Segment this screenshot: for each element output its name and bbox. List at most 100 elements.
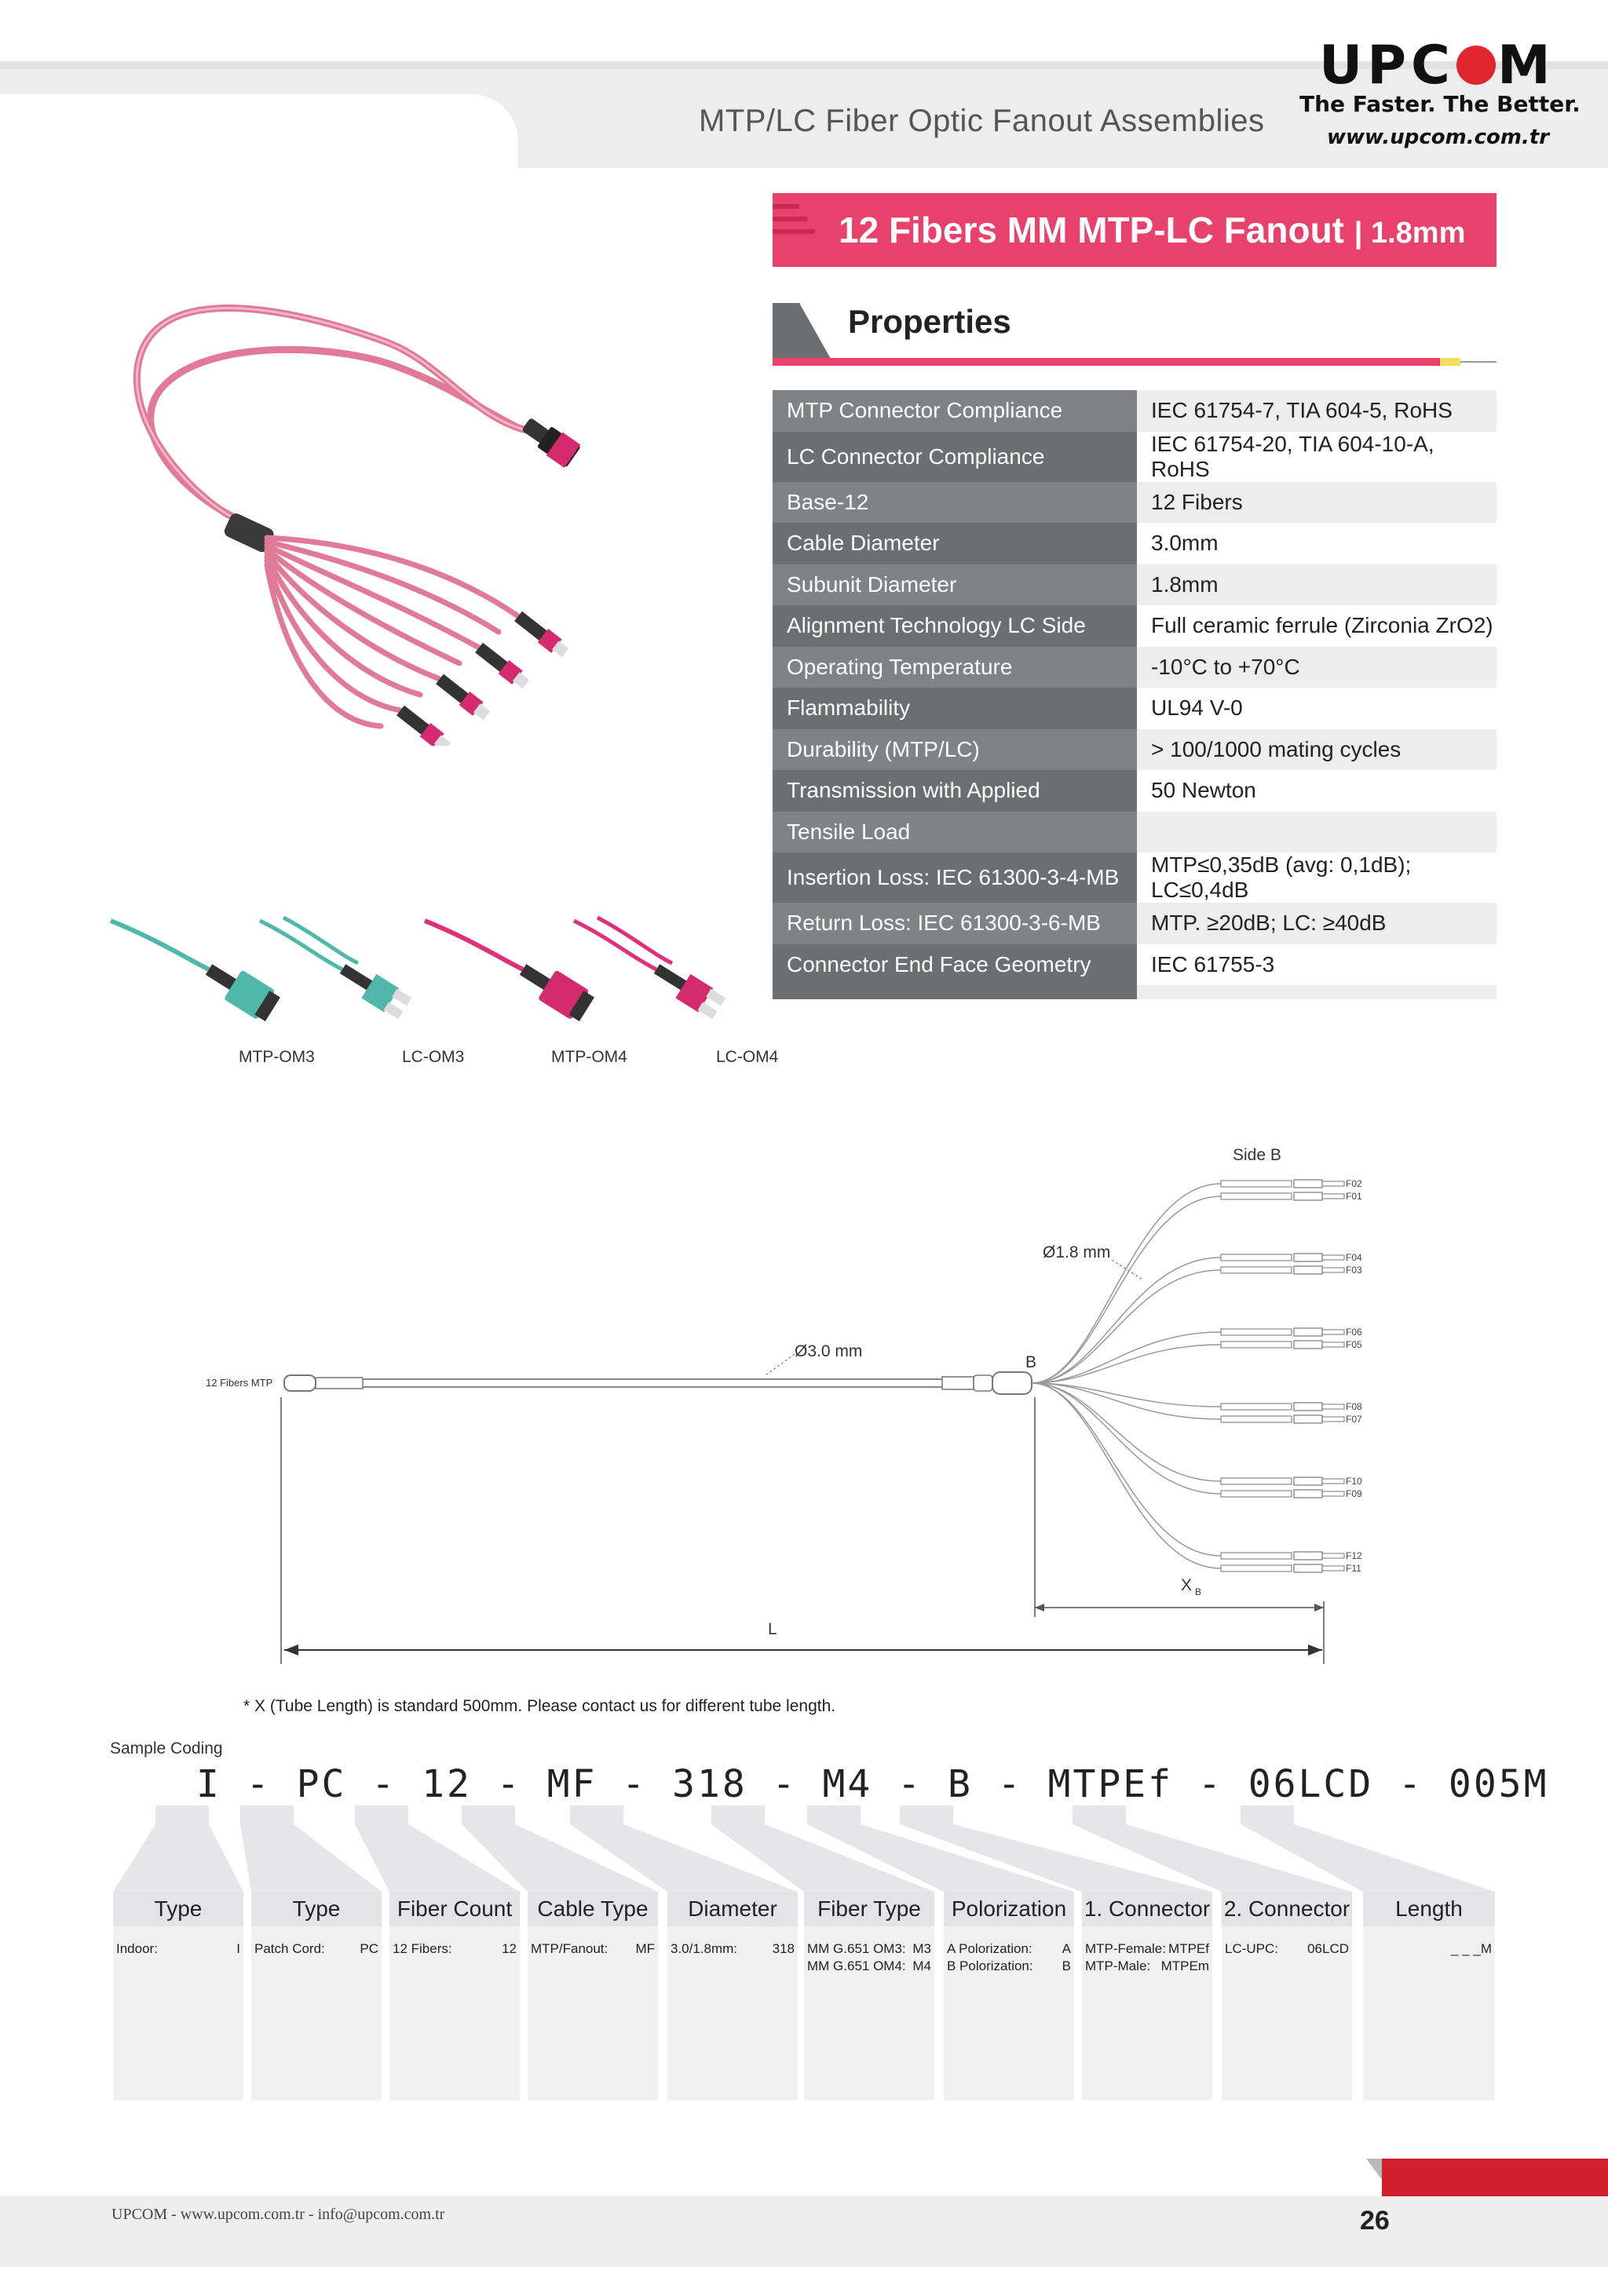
coding-option-code: _ _ _M <box>1451 1941 1492 1956</box>
coding-option: MTP/Fanout: MF <box>531 1940 655 1958</box>
lc-connector <box>1220 1489 1345 1498</box>
property-value: MTP. ≥20dB; LC: ≥40dB <box>1137 903 1497 944</box>
coding-column-body: MTP/Fanout: MF <box>531 1940 655 1958</box>
coding-column-header: Type <box>113 1892 243 1926</box>
coding-option-code: B <box>1062 1958 1071 1973</box>
property-value: IEC 61754-7, TIA 604-5, RoHS <box>1137 390 1497 432</box>
sample-coding-label: Sample Coding <box>110 1739 223 1758</box>
coding-link-shape <box>355 1805 520 1892</box>
coding-option: MTP-Male: MTPEm <box>1085 1958 1209 1975</box>
property-key: Subunit Diameter <box>773 564 1137 605</box>
coding-option: _ _ _M <box>1366 1940 1492 1958</box>
fanout-leg <box>1031 1382 1222 1420</box>
coding-link-shape <box>900 1805 1212 1892</box>
mtp-om4-thumbnail <box>423 918 594 1022</box>
lc-om3-thumbnail <box>258 915 412 1020</box>
lc-connector <box>1220 1179 1345 1188</box>
coding-option-label: MM G.651 OM4: <box>807 1958 906 1973</box>
coding-option-label: B Polorization: <box>947 1958 1033 1973</box>
properties-heading-graphic <box>773 303 1497 366</box>
coding-option-code: 06LCD <box>1307 1941 1349 1956</box>
property-key: Alignment Technology LC Side <box>773 605 1137 647</box>
fanout-leg <box>1031 1195 1222 1384</box>
coding-option-label: 3.0/1.8mm: <box>671 1941 738 1956</box>
coding-option: 3.0/1.8mm:318 <box>671 1940 795 1958</box>
footer-red-tab <box>1382 2159 1608 2196</box>
mtp-om3-thumbnail <box>109 918 280 1022</box>
property-key: Tensile Load <box>773 811 1137 852</box>
logo-text-right: M <box>1497 35 1555 97</box>
coding-column-header: Length <box>1363 1892 1495 1926</box>
breakout-b-label: B <box>1025 1353 1036 1371</box>
coding-option: LC-UPC:06LCD <box>1225 1940 1349 1958</box>
document-title: MTP/LC Fiber Optic Fanout Assemblies <box>699 104 1265 138</box>
property-key: Base-12 <box>773 481 1137 523</box>
coding-link-shape <box>240 1805 382 1892</box>
coding-option-code: MTPEm <box>1160 1958 1209 1973</box>
variant-label-lc-om4: LC-OM4 <box>716 1048 779 1066</box>
coding-option-label: MTP/Fanout: <box>531 1941 608 1956</box>
x-dimension-label: X <box>1181 1576 1192 1594</box>
property-value: UL94 V-0 <box>1137 688 1497 729</box>
property-key: Connector End Face Geometry <box>773 944 1137 985</box>
x-dimension-subscript: B <box>1195 1586 1201 1597</box>
lc-connector <box>1220 1192 1345 1201</box>
coding-column-header: Polorization <box>944 1892 1074 1926</box>
fanout-leg <box>1031 1344 1222 1384</box>
lc-connector <box>1220 1327 1345 1337</box>
coding-option-label: MM G.651 OM3: <box>807 1941 906 1956</box>
fiber-label: F02 <box>1346 1178 1362 1189</box>
coding-column-header: 2. Connector <box>1222 1892 1352 1926</box>
coding-link-shape <box>570 1805 798 1892</box>
cable-diameter-label: Ø3.0 mm <box>795 1342 862 1360</box>
property-row: Tensile Load <box>773 811 1497 852</box>
property-value: > 100/1000 mating cycles <box>1137 728 1497 770</box>
variant-label-lc-om3: LC-OM3 <box>402 1048 465 1066</box>
fanout-leg <box>1031 1269 1222 1384</box>
header-website: www.upcom.com.tr <box>1327 126 1550 149</box>
lc-connector <box>1220 1564 1345 1573</box>
coding-option: Indoor:I <box>116 1940 240 1958</box>
coding-option-code: M3 <box>912 1941 931 1956</box>
fiber-label: F05 <box>1346 1339 1362 1350</box>
coding-column-header: 1. Connector <box>1082 1892 1212 1926</box>
lc-connector <box>1220 1340 1345 1349</box>
property-key: MTP Connector Compliance <box>773 390 1137 432</box>
lc-connector <box>1220 1253 1345 1262</box>
coding-option-code: M4 <box>912 1958 931 1973</box>
coding-option: B Polorization: B <box>947 1958 1071 1975</box>
header-band-top <box>0 61 1608 69</box>
property-value-blank <box>1137 985 1497 999</box>
property-key: Cable Diameter <box>773 523 1137 564</box>
property-value: -10°C to +70°C <box>1137 646 1497 688</box>
fanout-leg <box>1031 1382 1222 1482</box>
coding-column-body: 12 Fibers:12 <box>393 1940 517 1958</box>
property-value: MTP≤0,35dB (avg: 0,1dB); LC≤0,4dB <box>1137 852 1497 903</box>
fanout-product-image <box>133 304 581 746</box>
fanout-leg <box>1031 1257 1222 1384</box>
property-value: 50 Newton <box>1137 770 1497 812</box>
coding-option-code: A <box>1062 1941 1071 1956</box>
product-title: 12 Fibers MM MTP-LC Fanout | 1.8mm <box>839 209 1465 251</box>
coding-column-body: _ _ _M <box>1366 1940 1492 1958</box>
coding-column-body: 3.0/1.8mm:318 <box>671 1940 795 1958</box>
coding-option-label: 12 Fibers: <box>393 1941 452 1956</box>
fanout-leg <box>1031 1331 1222 1384</box>
mtp-end-label: 12 Fibers MTP <box>206 1377 272 1389</box>
fanout-dimension-diagram: Side B Ø1.8 mm Ø3.0 mm B 12 Fibers MTP X… <box>206 1146 1362 1664</box>
coding-option-code: MF <box>635 1941 655 1956</box>
coding-column-header: Fiber Type <box>804 1892 934 1926</box>
property-key: LC Connector Compliance <box>773 431 1137 482</box>
coding-column: Fiber Type MM G.651 OM3: M3 MM G.651 OM4: M4 <box>804 1892 934 2101</box>
coding-option-label: MTP-Male: <box>1085 1958 1151 1973</box>
page-number: 26 <box>1360 2206 1390 2236</box>
coding-column-body: Patch Cord:PC <box>254 1940 378 1958</box>
lc-connector <box>1220 1477 1345 1486</box>
